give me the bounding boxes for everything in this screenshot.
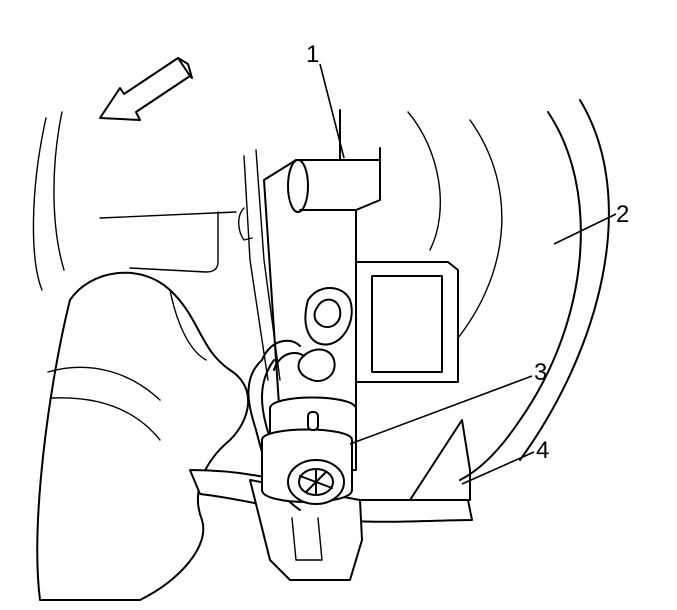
body-panel-lines [99,211,237,273]
leader-line-3 [349,375,533,445]
callout-2: 2 [616,201,629,228]
forward-direction-arrow-icon [99,57,193,121]
bracket-assembly [238,109,459,471]
callout-1: 1 [306,41,319,68]
wheel-speed-sensor [261,396,357,505]
callout-3: 3 [534,359,547,386]
callout-4: 4 [536,437,549,464]
leader-line-1 [319,63,345,159]
knuckle-housing [36,271,249,601]
lower-plate [189,419,473,581]
tire-edge-lines [32,111,65,291]
wheel-liner-arcs [407,99,610,481]
leader-line-2 [553,213,617,245]
leader-line-4 [461,451,535,485]
